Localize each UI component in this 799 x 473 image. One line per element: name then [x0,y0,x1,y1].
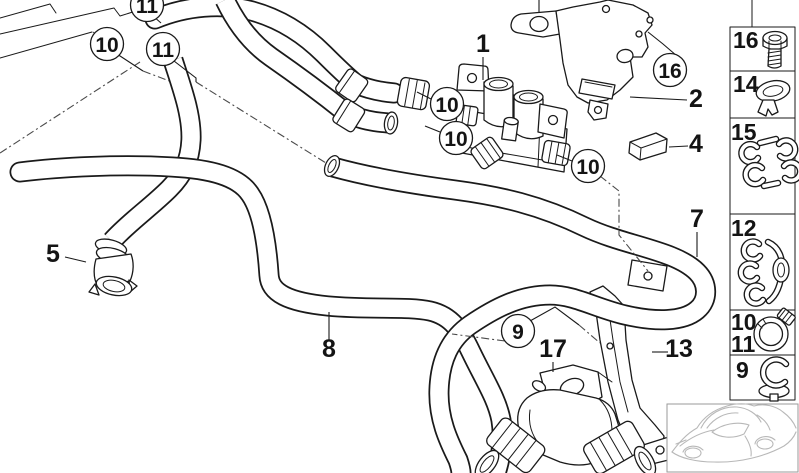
aux-water-pump [474,364,657,473]
water-valve [455,63,571,173]
hose-sleeve [332,98,366,133]
legend-label-12: 12 [731,215,757,241]
legend-item-10-11: 10 11 [731,307,796,357]
heater-hose-lower [215,0,399,135]
vehicle-inset [666,403,799,473]
legend-sidebar: 16 14 15 [729,0,799,402]
legend-item-14: 14 [733,71,791,117]
legend-label-15: 15 [731,119,757,145]
callout-5[interactable]: 5 [46,240,60,268]
callout-circle-10-a[interactable]: 10 [429,86,465,122]
legend-item-9: 9 [736,356,790,402]
legend-label-10: 10 [731,309,757,335]
svg-text:10: 10 [444,128,467,151]
callout-circle-16[interactable]: 16 [652,52,688,88]
hose-7-tab [627,259,668,292]
callout-2[interactable]: 2 [689,85,703,113]
legend-label-9: 9 [736,357,749,383]
legend-item-15: 15 [731,119,799,190]
callout-circle-11-left[interactable]: 11 [145,31,181,67]
hose-bore [327,159,337,173]
pump-outlet-left [486,417,546,473]
callout-circle-9[interactable]: 9 [500,313,536,349]
svg-text:16: 16 [658,60,681,83]
hose-7 [323,155,717,473]
valve-nipple [501,116,519,142]
svg-text:11: 11 [136,0,159,18]
callout-17[interactable]: 17 [539,335,567,363]
quick-connector [88,238,138,297]
svg-text:9: 9 [512,321,524,344]
callout-circle-10-b[interactable]: 10 [438,120,474,156]
valve-port-right [541,139,571,167]
expanding-rivet-icon [755,79,791,117]
callout-leader-lines [64,15,698,372]
multi-hose-clamp-icon [738,135,799,190]
svg-text:10: 10 [95,34,118,57]
vehicle-outline-icon [671,403,797,463]
svg-text:11: 11 [152,39,175,62]
hex-bolt-icon [762,30,788,69]
callout-4[interactable]: 4 [689,130,703,158]
hose-holder-clip-icon [737,238,790,307]
number-callouts: 1 2 4 5 7 8 13 17 [46,30,704,363]
hose-coupling [396,76,431,111]
callout-circle-10-c[interactable]: 10 [570,148,606,184]
circled-callouts: 11 10 11 10 10 10 16 9 [89,0,688,349]
callout-circle-11-top[interactable]: 11 [129,0,165,23]
legend-label-14: 14 [733,71,759,97]
hose-sleeve [335,68,369,103]
legend-label-16: 16 [733,27,759,53]
svg-text:10: 10 [435,94,458,117]
legend-item-12: 12 [731,215,790,307]
valve-port-bottom [470,136,504,170]
body-panel-lines [0,3,159,59]
legend-label-11: 11 [731,331,756,357]
callout-circle-10-left[interactable]: 10 [89,26,125,62]
pump-outlet-right [583,420,645,473]
return-hose-5 [104,56,202,249]
spring-band-clip-icon [758,356,790,402]
hose-open-end [383,111,399,135]
worm-drive-clamp-icon [753,307,796,352]
callout-8[interactable]: 8 [322,335,336,363]
svg-text:10: 10 [576,156,599,179]
retaining-clip [628,132,668,161]
mounting-bracket [510,0,654,121]
heater-hose-upper [144,0,431,111]
callout-7[interactable]: 7 [690,205,704,233]
legend-item-16: 16 [733,27,788,69]
callout-13[interactable]: 13 [665,335,693,363]
callout-1[interactable]: 1 [476,30,490,58]
hose-8 [9,155,513,473]
hose-bore [387,115,395,131]
